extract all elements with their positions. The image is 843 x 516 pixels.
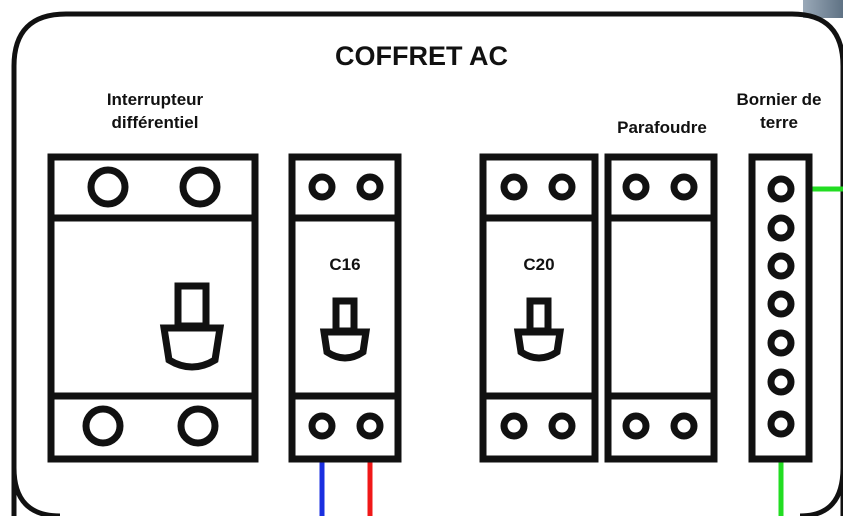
label-breaker-c20: C20 [523,255,555,274]
enclosure-bottom-right-arc [799,467,843,516]
label-breaker-c16: C16 [329,255,361,274]
breaker-c20 [479,153,599,463]
enclosure-outline [11,11,843,516]
surge-protector [604,153,718,463]
enclosure-bottom-left-arc [11,467,61,516]
label-differential-switch: Interrupteur différentiel [106,90,204,132]
earth-terminal-block [748,153,813,463]
label-surge-protector: Parafoudre [617,118,707,137]
background-photo-corner [803,0,843,18]
diagram-title: COFFRET AC [335,41,508,71]
differential-switch [47,153,259,463]
label-earth-terminal: Bornier de terre [736,90,822,132]
breaker-c16 [288,153,402,463]
